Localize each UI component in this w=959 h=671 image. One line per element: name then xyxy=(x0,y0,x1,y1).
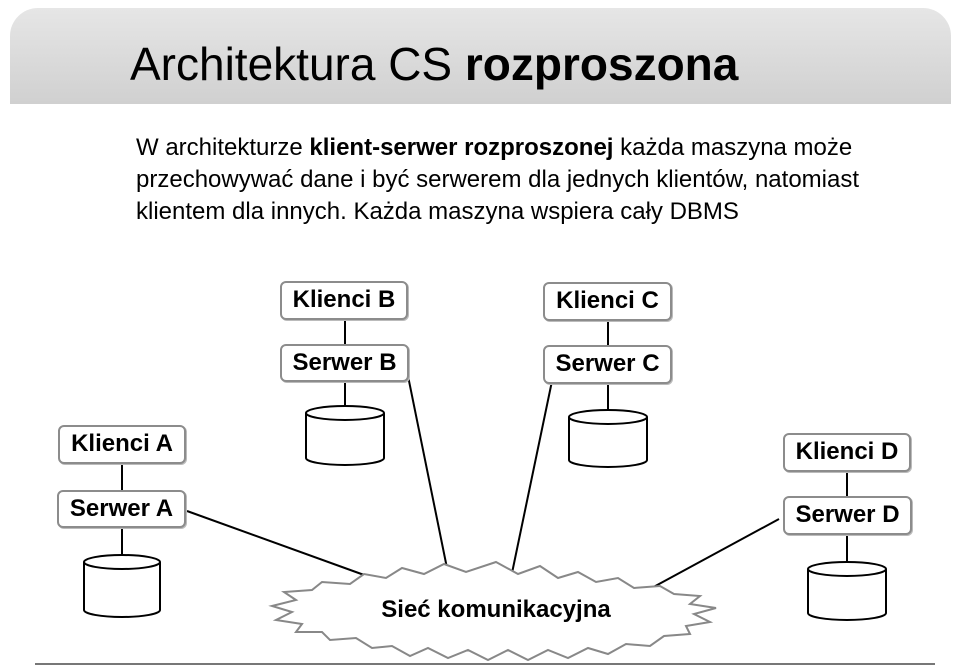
footer-divider xyxy=(35,663,935,665)
serwer-b-box: Serwer B xyxy=(280,344,409,382)
network-label-wrap: Sieć komunikacyjna xyxy=(0,594,959,626)
network-cloud xyxy=(268,560,717,662)
serwer-a-box: Serwer A xyxy=(57,490,186,528)
klienci-d-box: Klienci D xyxy=(783,433,911,472)
description-post: każda maszyna może przechowywać dane i b… xyxy=(136,134,860,225)
database-c-icon xyxy=(568,409,648,468)
link-a-network xyxy=(186,510,379,581)
description-bold: klient-serwer rozproszonej xyxy=(309,134,614,161)
network-label: Sieć komunikacyjna xyxy=(381,596,611,623)
link-d-network xyxy=(647,518,780,591)
serwer-c-box: Serwer C xyxy=(543,345,672,384)
database-b-icon xyxy=(305,405,385,466)
database-a-icon xyxy=(83,554,161,618)
database-d-icon xyxy=(807,561,887,621)
title-bold: rozproszona xyxy=(464,38,739,90)
title-bar xyxy=(10,8,951,104)
klienci-b-box: Klienci B xyxy=(280,281,408,320)
klienci-a-box: Klienci A xyxy=(58,425,186,464)
description-pre: W architekturze xyxy=(136,134,310,161)
link-b-network xyxy=(407,375,449,574)
serwer-d-box: Serwer D xyxy=(783,496,912,535)
link-c-network xyxy=(511,380,553,574)
description: W architekturze klient-serwer rozproszon… xyxy=(136,132,866,228)
title-regular: Architektura CS xyxy=(130,38,465,90)
slide-title: Architektura CS rozproszona xyxy=(130,36,738,92)
klienci-c-box: Klienci C xyxy=(543,282,672,321)
